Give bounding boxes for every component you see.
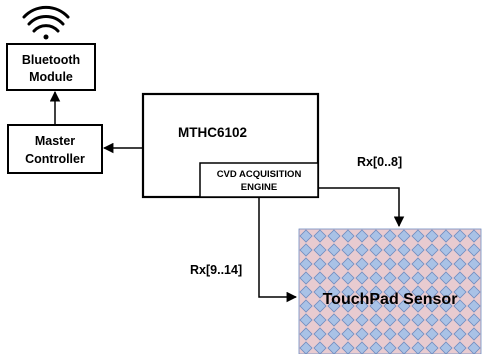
engine-label-line1: CVD ACQUISITION — [217, 169, 302, 180]
touchpad-sensor-block: TouchPad Sensor — [298, 228, 482, 354]
rx-bottom-label: Rx[9..14] — [190, 263, 242, 277]
rx-top-label: Rx[0..8] — [357, 155, 402, 169]
bluetooth-module-block: Bluetooth Module — [6, 43, 96, 91]
rx-bottom-connection-arrow — [258, 197, 298, 303]
bluetooth-module-label-line2: Module — [29, 70, 73, 84]
touchpad-sensor-label: TouchPad Sensor — [323, 291, 458, 308]
engine-label-line2: ENGINE — [241, 182, 277, 193]
bluetooth-module-label-line1: Bluetooth — [22, 53, 80, 67]
master-controller-block: Master Controller — [7, 124, 103, 174]
wifi-signal-icon — [22, 5, 70, 40]
master-controller-label-line2: Controller — [25, 152, 85, 166]
master-controller-label-line1: Master — [35, 134, 75, 148]
rx-top-connection-arrow — [318, 187, 405, 228]
cvd-acquisition-engine-block: CVD ACQUISITION ENGINE — [199, 162, 319, 198]
chip-name-label: MTHC6102 — [178, 125, 247, 140]
